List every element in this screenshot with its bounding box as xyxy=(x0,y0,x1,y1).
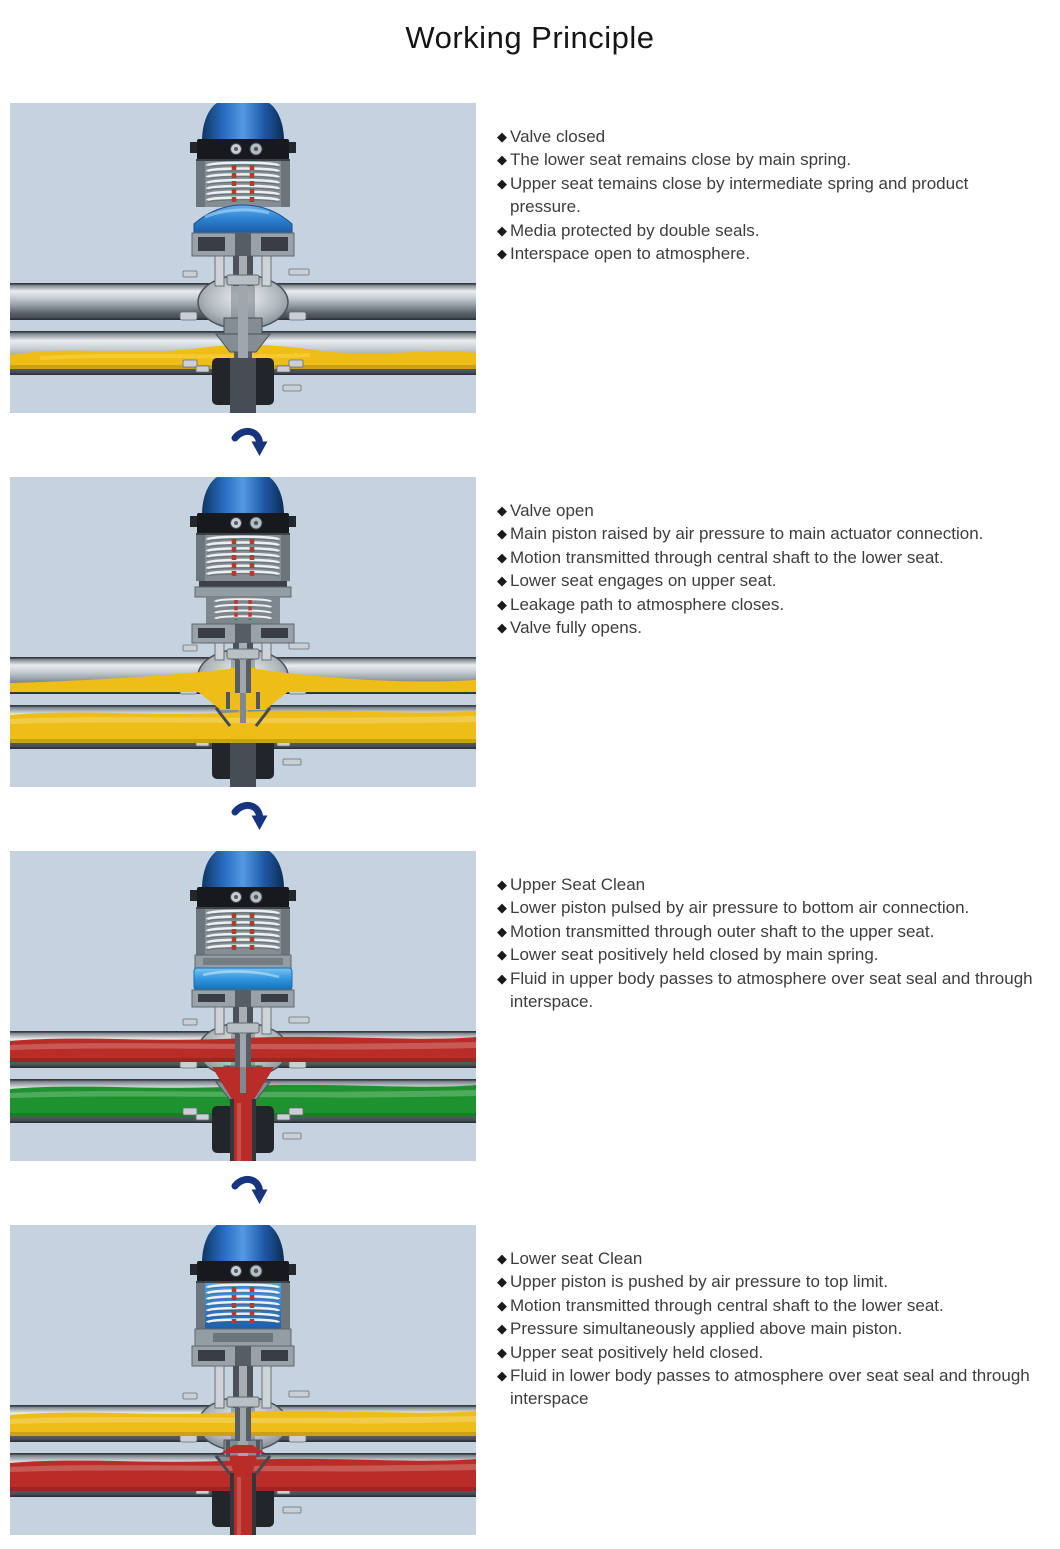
bullet-text: Lower seat engages on upper seat. xyxy=(510,571,777,591)
step-notes: ◆ Valve open ◆ Main piston raised by air… xyxy=(497,477,1037,639)
valve-cross-section-figure xyxy=(10,103,476,413)
bullet-text: Valve closed xyxy=(510,127,606,146)
bullet-text: Media protected by double seals. xyxy=(510,220,760,240)
bullet-text: Main piston raised by air pressure to ma… xyxy=(510,524,984,544)
diamond-bullet-icon: ◆ xyxy=(497,1321,507,1337)
diamond-bullet-icon: ◆ xyxy=(497,246,507,262)
bullet-item: ◆ Interspace open to atmosphere. xyxy=(497,242,1037,265)
bullet-item: ◆ Upper Seat Clean xyxy=(497,873,1037,896)
diamond-bullet-icon: ◆ xyxy=(497,947,507,963)
bullet-item: ◆ Valve closed xyxy=(497,125,1037,148)
bullet-item: ◆ The lower seat remains close by main s… xyxy=(497,148,1037,171)
bullet-text: Valve fully opens. xyxy=(510,618,642,638)
step-notes: ◆ Lower seat Clean ◆ Upper piston is pus… xyxy=(497,1225,1037,1411)
bullet-item: ◆ Media protected by double seals. xyxy=(497,219,1037,242)
curved-down-arrow-icon xyxy=(228,799,268,839)
bullet-item: ◆ Upper seat positively held closed. xyxy=(497,1341,1037,1364)
bullet-item: ◆ Upper seat temains close by intermedia… xyxy=(497,172,1037,219)
principle-step: ◆ Valve open ◆ Main piston raised by air… xyxy=(0,477,1060,787)
diamond-bullet-icon: ◆ xyxy=(497,1368,507,1384)
bullet-text: Leakage path to atmosphere closes. xyxy=(510,594,785,614)
bullet-text: Motion transmitted through outer shaft t… xyxy=(510,921,935,941)
bullet-text: Lower seat positively held closed by mai… xyxy=(510,945,879,965)
diamond-bullet-icon: ◆ xyxy=(497,900,507,916)
bullet-text: Motion transmitted through central shaft… xyxy=(510,547,944,567)
diamond-bullet-icon: ◆ xyxy=(497,970,507,986)
curved-down-arrow-icon xyxy=(228,1173,268,1213)
working-principle-steps: ◆ Valve closed ◆ The lower seat remains … xyxy=(0,103,1060,1535)
bullet-item: ◆ Motion transmitted through central sha… xyxy=(497,546,1037,569)
bullet-item: ◆ Pressure simultaneously applied above … xyxy=(497,1317,1037,1340)
diamond-bullet-icon: ◆ xyxy=(497,1274,507,1290)
diamond-bullet-icon: ◆ xyxy=(497,573,507,589)
bullet-item: ◆ Lower seat engages on upper seat. xyxy=(497,569,1037,592)
step-separator xyxy=(0,1161,1060,1225)
valve-cross-section-figure xyxy=(10,1225,476,1535)
bullet-item: ◆ Fluid in lower body passes to atmosphe… xyxy=(497,1364,1037,1411)
diamond-bullet-icon: ◆ xyxy=(497,596,507,612)
bullet-text: Lower seat Clean xyxy=(510,1249,643,1268)
bullet-text: Upper seat temains close by intermediate… xyxy=(510,173,969,217)
bullet-text: Upper seat positively held closed. xyxy=(510,1342,764,1362)
diamond-bullet-icon: ◆ xyxy=(497,526,507,542)
diamond-bullet-icon: ◆ xyxy=(497,620,507,636)
bullet-text: Fluid in upper body passes to atmosphere… xyxy=(510,968,1033,1012)
valve-cross-section-figure xyxy=(10,477,476,787)
step-notes: ◆ Upper Seat Clean ◆ Lower piston pulsed… xyxy=(497,851,1037,1013)
bullet-text: Upper piston is pushed by air pressure t… xyxy=(510,1272,888,1292)
bullet-text: Upper Seat Clean xyxy=(510,875,646,894)
step-separator xyxy=(0,413,1060,477)
diamond-bullet-icon: ◆ xyxy=(497,923,507,939)
diamond-bullet-icon: ◆ xyxy=(497,222,507,238)
bullet-item: ◆ Main piston raised by air pressure to … xyxy=(497,522,1037,545)
bullet-item: ◆ Valve open xyxy=(497,499,1037,522)
diamond-bullet-icon: ◆ xyxy=(497,503,507,518)
bullet-item: ◆ Lower seat positively held closed by m… xyxy=(497,943,1037,966)
bullet-item: ◆ Upper piston is pushed by air pressure… xyxy=(497,1270,1037,1293)
bullet-text: The lower seat remains close by main spr… xyxy=(510,150,852,170)
bullet-text: Motion transmitted through central shaft… xyxy=(510,1295,944,1315)
bullet-text: Interspace open to atmosphere. xyxy=(510,244,751,264)
diamond-bullet-icon: ◆ xyxy=(497,549,507,565)
curved-down-arrow-icon xyxy=(228,425,268,465)
bullet-item: ◆ Fluid in upper body passes to atmosphe… xyxy=(497,967,1037,1014)
bullet-item: ◆ Motion transmitted through outer shaft… xyxy=(497,920,1037,943)
bullet-item: ◆ Leakage path to atmosphere closes. xyxy=(497,593,1037,616)
bullet-item: ◆ Lower piston pulsed by air pressure to… xyxy=(497,896,1037,919)
diamond-bullet-icon: ◆ xyxy=(497,877,507,892)
bullet-text: Lower piston pulsed by air pressure to b… xyxy=(510,898,970,918)
diamond-bullet-icon: ◆ xyxy=(497,1251,507,1266)
diamond-bullet-icon: ◆ xyxy=(497,129,507,144)
diamond-bullet-icon: ◆ xyxy=(497,1344,507,1360)
page-title: Working Principle xyxy=(405,20,655,55)
bullet-item: ◆ Lower seat Clean xyxy=(497,1247,1037,1270)
diamond-bullet-icon: ◆ xyxy=(497,152,507,168)
bullet-item: ◆ Motion transmitted through central sha… xyxy=(497,1294,1037,1317)
diamond-bullet-icon: ◆ xyxy=(497,175,507,191)
valve-cross-section-figure xyxy=(10,851,476,1161)
bullet-text: Fluid in lower body passes to atmosphere… xyxy=(510,1366,1030,1409)
diamond-bullet-icon: ◆ xyxy=(497,1297,507,1313)
bullet-text: Valve open xyxy=(510,501,594,520)
principle-step: ◆ Lower seat Clean ◆ Upper piston is pus… xyxy=(0,1225,1060,1535)
bullet-text: Pressure simultaneously applied above ma… xyxy=(510,1319,903,1339)
step-separator xyxy=(0,787,1060,851)
principle-step: ◆ Upper Seat Clean ◆ Lower piston pulsed… xyxy=(0,851,1060,1161)
step-notes: ◆ Valve closed ◆ The lower seat remains … xyxy=(497,103,1037,265)
bullet-item: ◆ Valve fully opens. xyxy=(497,616,1037,639)
principle-step: ◆ Valve closed ◆ The lower seat remains … xyxy=(0,103,1060,413)
